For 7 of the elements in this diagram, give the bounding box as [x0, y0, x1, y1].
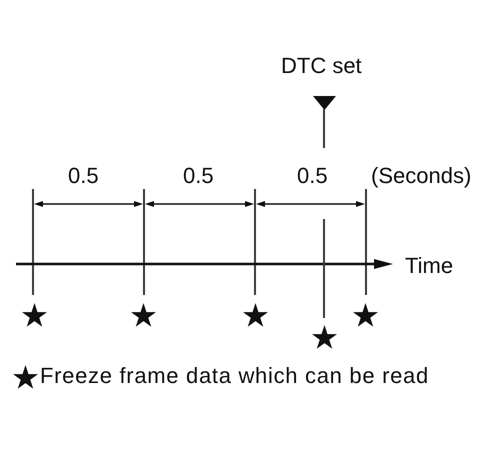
dimension-label: 0.5	[68, 165, 99, 187]
event-label: DTC set	[281, 55, 362, 77]
axis-label: Time	[405, 255, 454, 277]
unit-label: (Seconds)	[371, 165, 472, 187]
dimension-label: 0.5	[297, 165, 328, 187]
dimension-label: 0.5	[183, 165, 214, 187]
legend-text: Freeze frame data which can be read	[40, 365, 429, 387]
